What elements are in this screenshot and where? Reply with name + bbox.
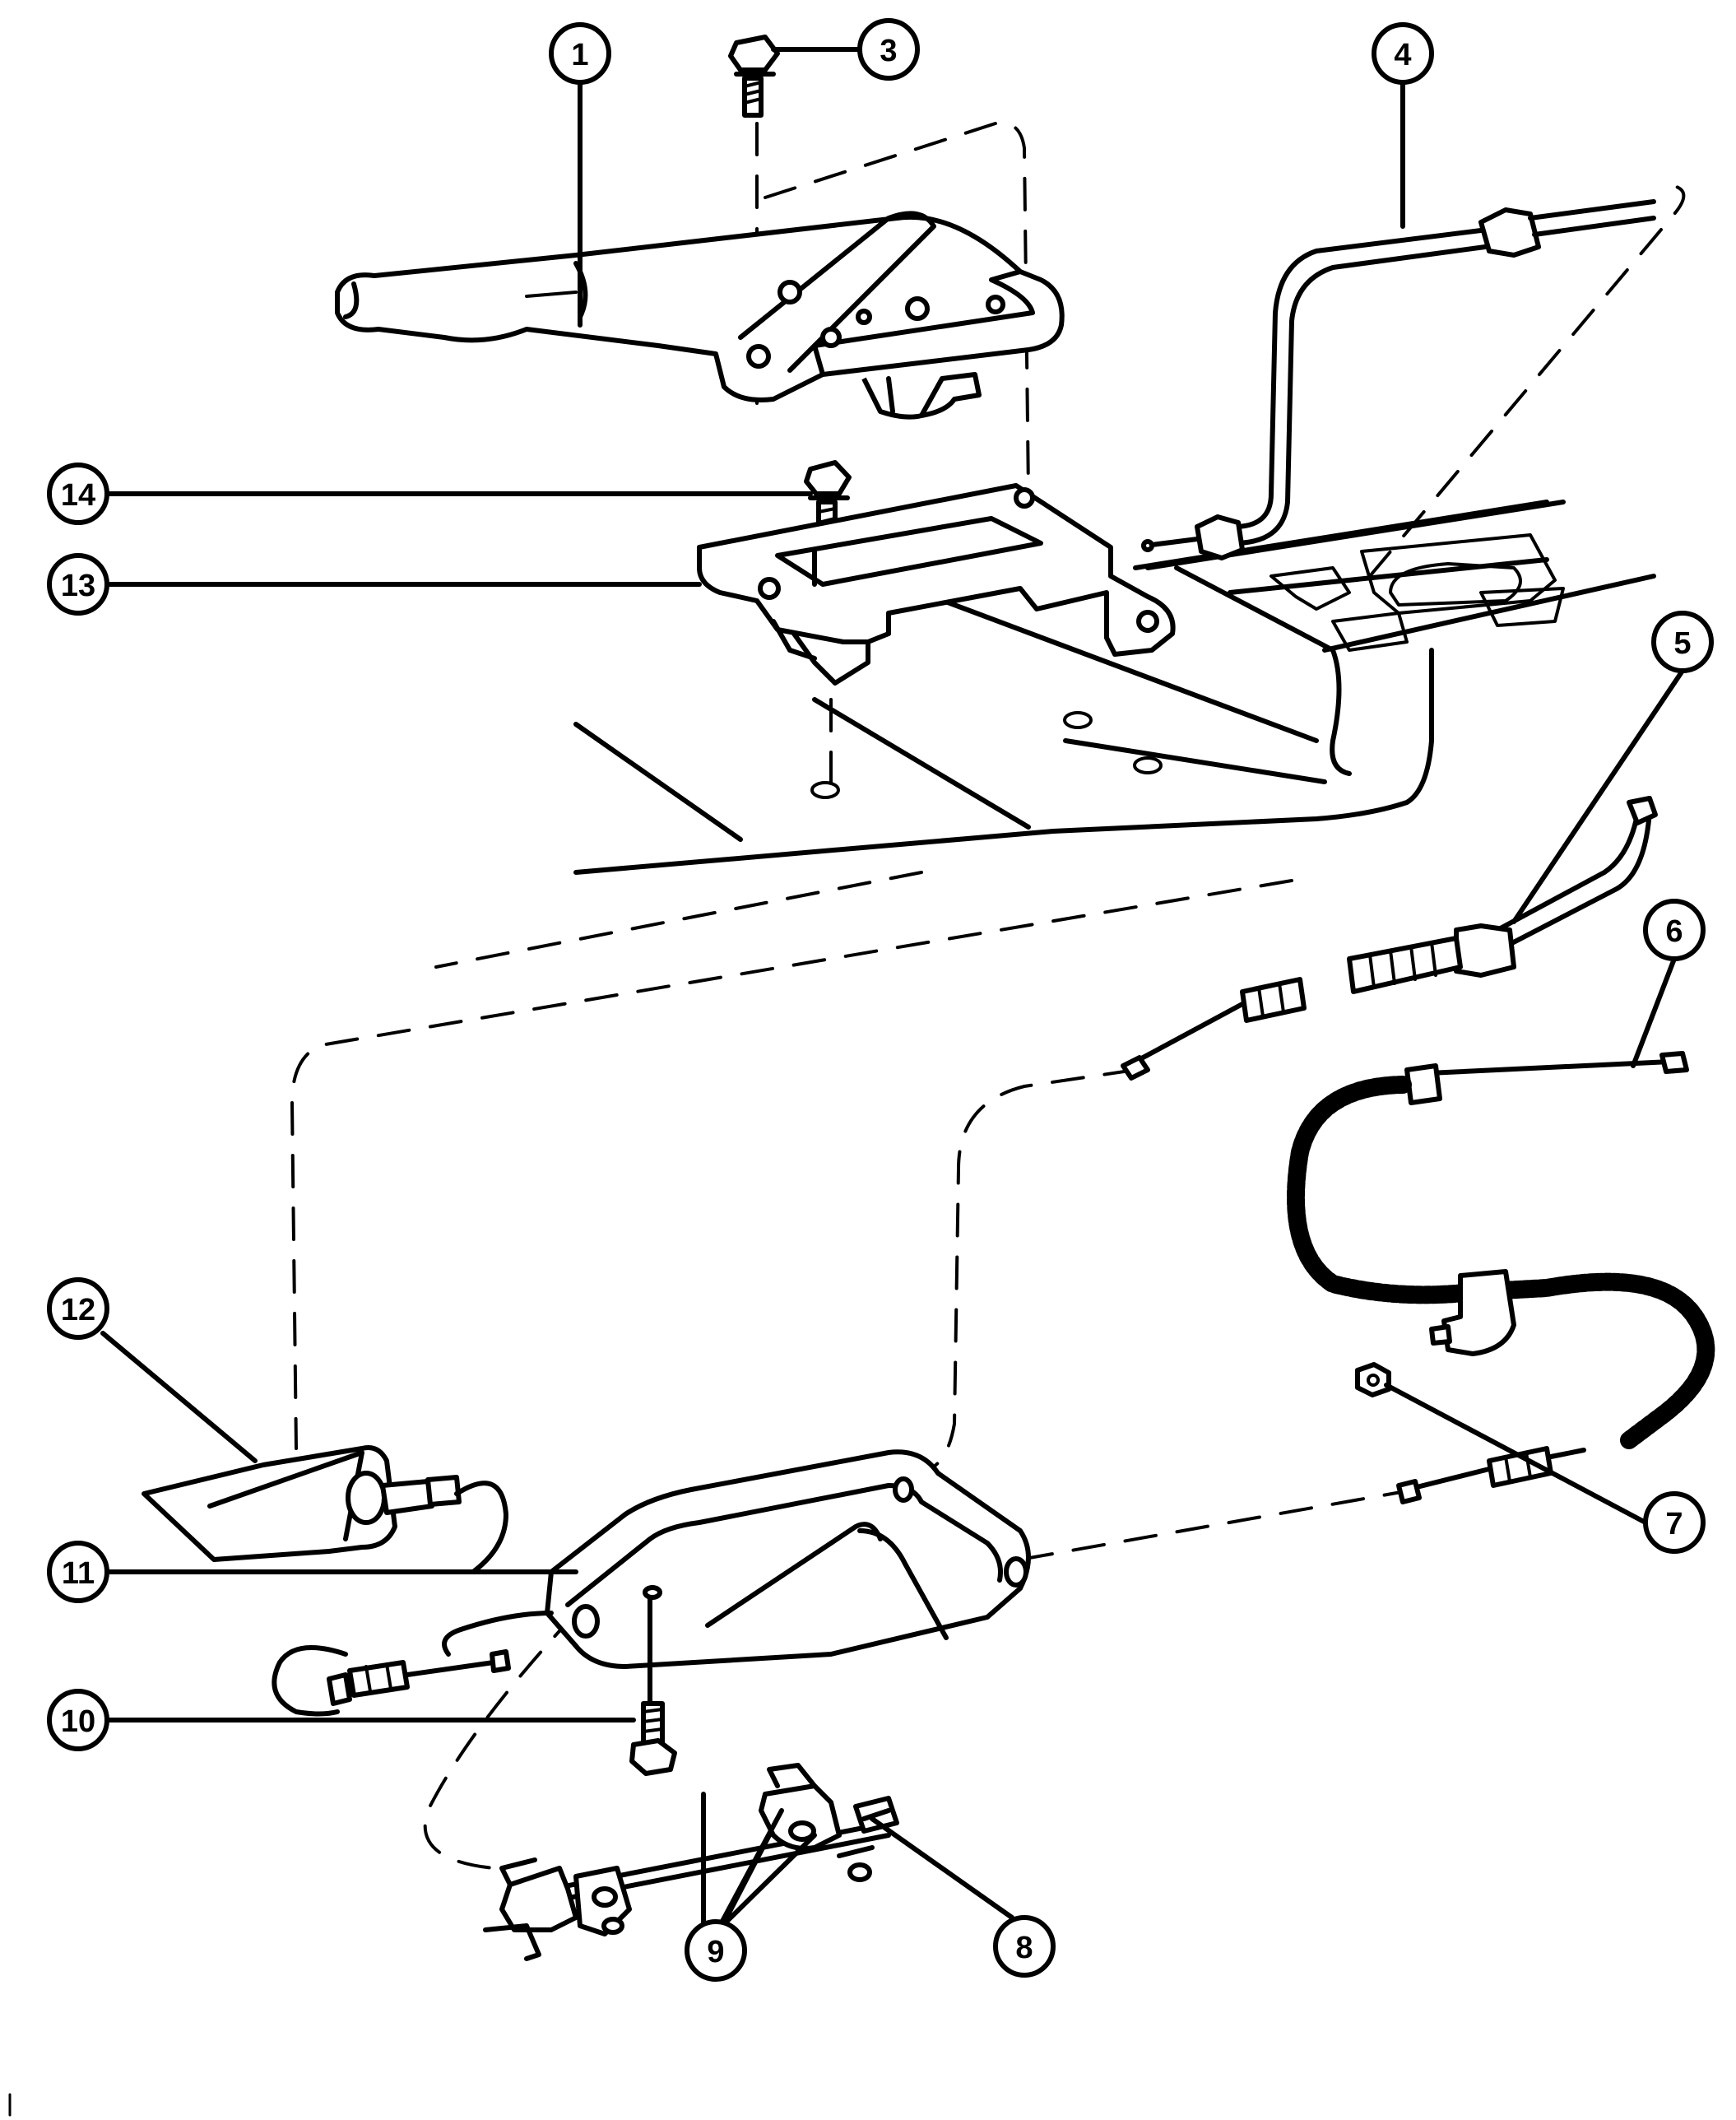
parking-brake-lever	[335, 211, 1065, 420]
callout-label: 5	[1673, 626, 1691, 661]
callout-9: 9	[685, 1919, 747, 1982]
callout-10: 10	[47, 1689, 109, 1751]
mounting-plate-12	[142, 1445, 508, 1574]
callout-14: 14	[47, 463, 109, 525]
callout-label: 10	[61, 1704, 95, 1739]
callout-8: 8	[993, 1915, 1056, 1978]
callouts: 1 3 4 5 6 7 8 9	[47, 18, 1714, 1982]
lever-mounting-bracket	[697, 483, 1176, 686]
rear-cable-right	[1287, 1051, 1715, 1449]
rear-cable-end	[1396, 1446, 1586, 1504]
callout-12: 12	[47, 1277, 109, 1340]
callout-3: 3	[857, 18, 920, 81]
callout-11: 11	[47, 1541, 109, 1603]
callout-4: 4	[1372, 22, 1434, 85]
bolt-3	[728, 35, 780, 118]
callout-5: 5	[1651, 611, 1714, 673]
callout-7: 7	[1643, 1491, 1706, 1554]
callout-leaders	[100, 47, 1685, 1928]
callout-label: 11	[62, 1556, 95, 1591]
callout-label: 7	[1665, 1507, 1683, 1541]
equalizer-bracket-11	[442, 1449, 1031, 1669]
nut-7	[1355, 1362, 1391, 1397]
intermediate-cable	[1121, 796, 1658, 1081]
callout-label: 9	[707, 1935, 724, 1969]
callout-label: 12	[61, 1293, 95, 1327]
bolt-10	[629, 1585, 677, 1776]
callout-label: 13	[61, 569, 95, 603]
callout-label: 6	[1665, 914, 1683, 949]
left-rear-cable-end	[272, 1645, 511, 1717]
callout-1: 1	[549, 22, 611, 85]
callout-label: 1	[571, 38, 588, 72]
callout-label: 3	[880, 34, 897, 68]
callout-label: 14	[61, 478, 95, 513]
callout-label: 4	[1394, 38, 1411, 72]
floor-pan	[573, 500, 1656, 875]
callout-6: 6	[1643, 899, 1706, 961]
callout-13: 13	[47, 553, 109, 616]
front-cable	[1141, 199, 1656, 560]
tunnel-pad	[1270, 533, 1565, 652]
callout-label: 8	[1015, 1931, 1033, 1965]
equalizer-rod-assembly	[483, 1763, 899, 1961]
